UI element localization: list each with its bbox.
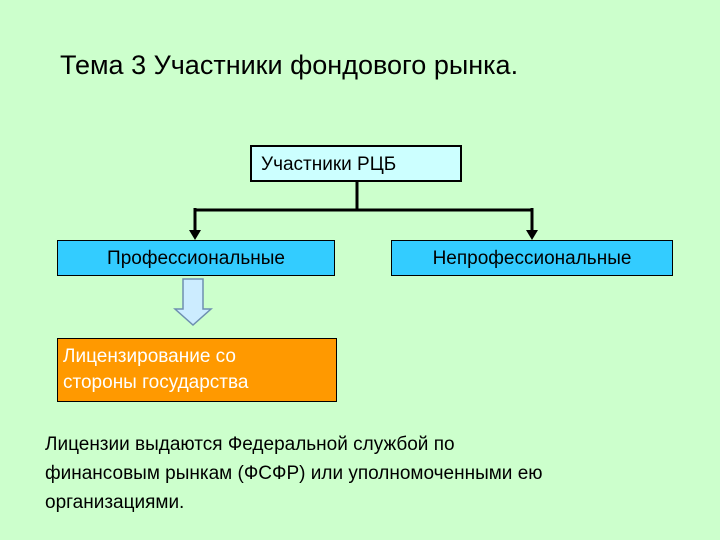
- right-arrowhead: [526, 230, 538, 240]
- license-note: Лицензии выдаются Федеральной службой по…: [45, 430, 705, 517]
- slide-title: Тема 3 Участники фондового рынка.: [60, 50, 519, 80]
- license-note-line-1: Лицензии выдаются Федеральной службой по: [45, 434, 455, 455]
- root-box: Участники РЦБ: [250, 145, 462, 182]
- nonprofessional-box-label: Непрофессиональные: [432, 248, 632, 269]
- license-note-line-2: финансовым рынкам (ФСФР) или уполномочен…: [45, 463, 543, 484]
- professional-box: Профессиональные: [57, 240, 335, 276]
- license-note-line-3: организациями.: [45, 492, 185, 513]
- licensing-box-line-2: стороны государства: [63, 372, 249, 393]
- professional-box-label: Профессиональные: [107, 248, 285, 269]
- licensing-box: Лицензирование со стороны государства: [57, 338, 337, 402]
- root-box-label: Участники РЦБ: [261, 154, 397, 175]
- down-arrow-icon: [173, 278, 213, 327]
- left-arrowhead: [189, 230, 201, 240]
- licensing-box-line-1: Лицензирование со: [63, 346, 236, 367]
- nonprofessional-box: Непрофессиональные: [391, 240, 673, 276]
